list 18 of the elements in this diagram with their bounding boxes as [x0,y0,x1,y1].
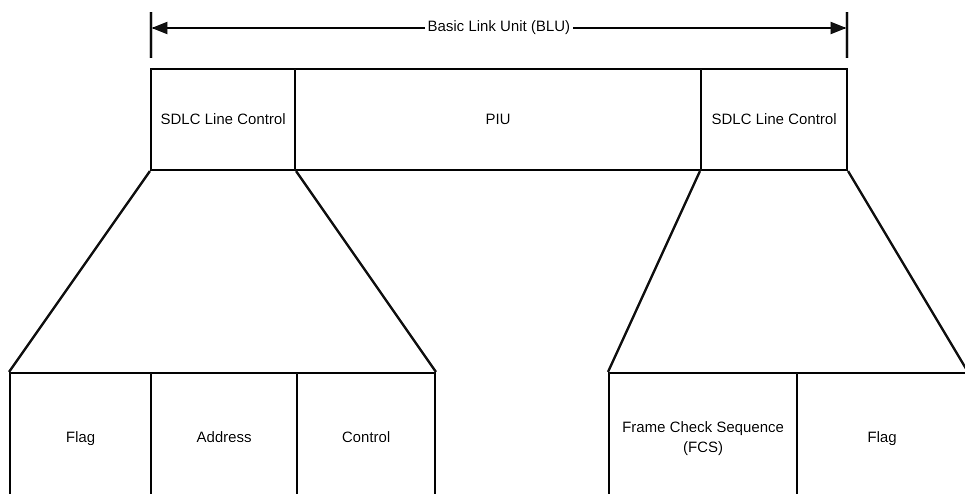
segment-label: Frame Check Sequence (FCS) [621,418,785,458]
segment-label: SDLC Line Control [159,110,287,130]
segment-label: Flag [64,428,96,448]
frame-segment [700,68,848,171]
frame-segment [150,68,296,171]
segment-label: Address [195,428,253,448]
segment-label: SDLC Line Control [710,110,838,130]
segment-label: Control [340,428,392,448]
segment-label: Flag [866,428,898,448]
dimension-label: Basic Link Unit (BLU) [424,18,574,35]
field-cell [9,372,152,494]
expansion-line [606,170,702,373]
field-cell [608,372,798,494]
expansion-line [8,170,152,373]
expansion-line [294,170,438,373]
segment-label: PIU [484,110,512,130]
field-cell [296,372,436,494]
frame-segment [294,68,702,171]
